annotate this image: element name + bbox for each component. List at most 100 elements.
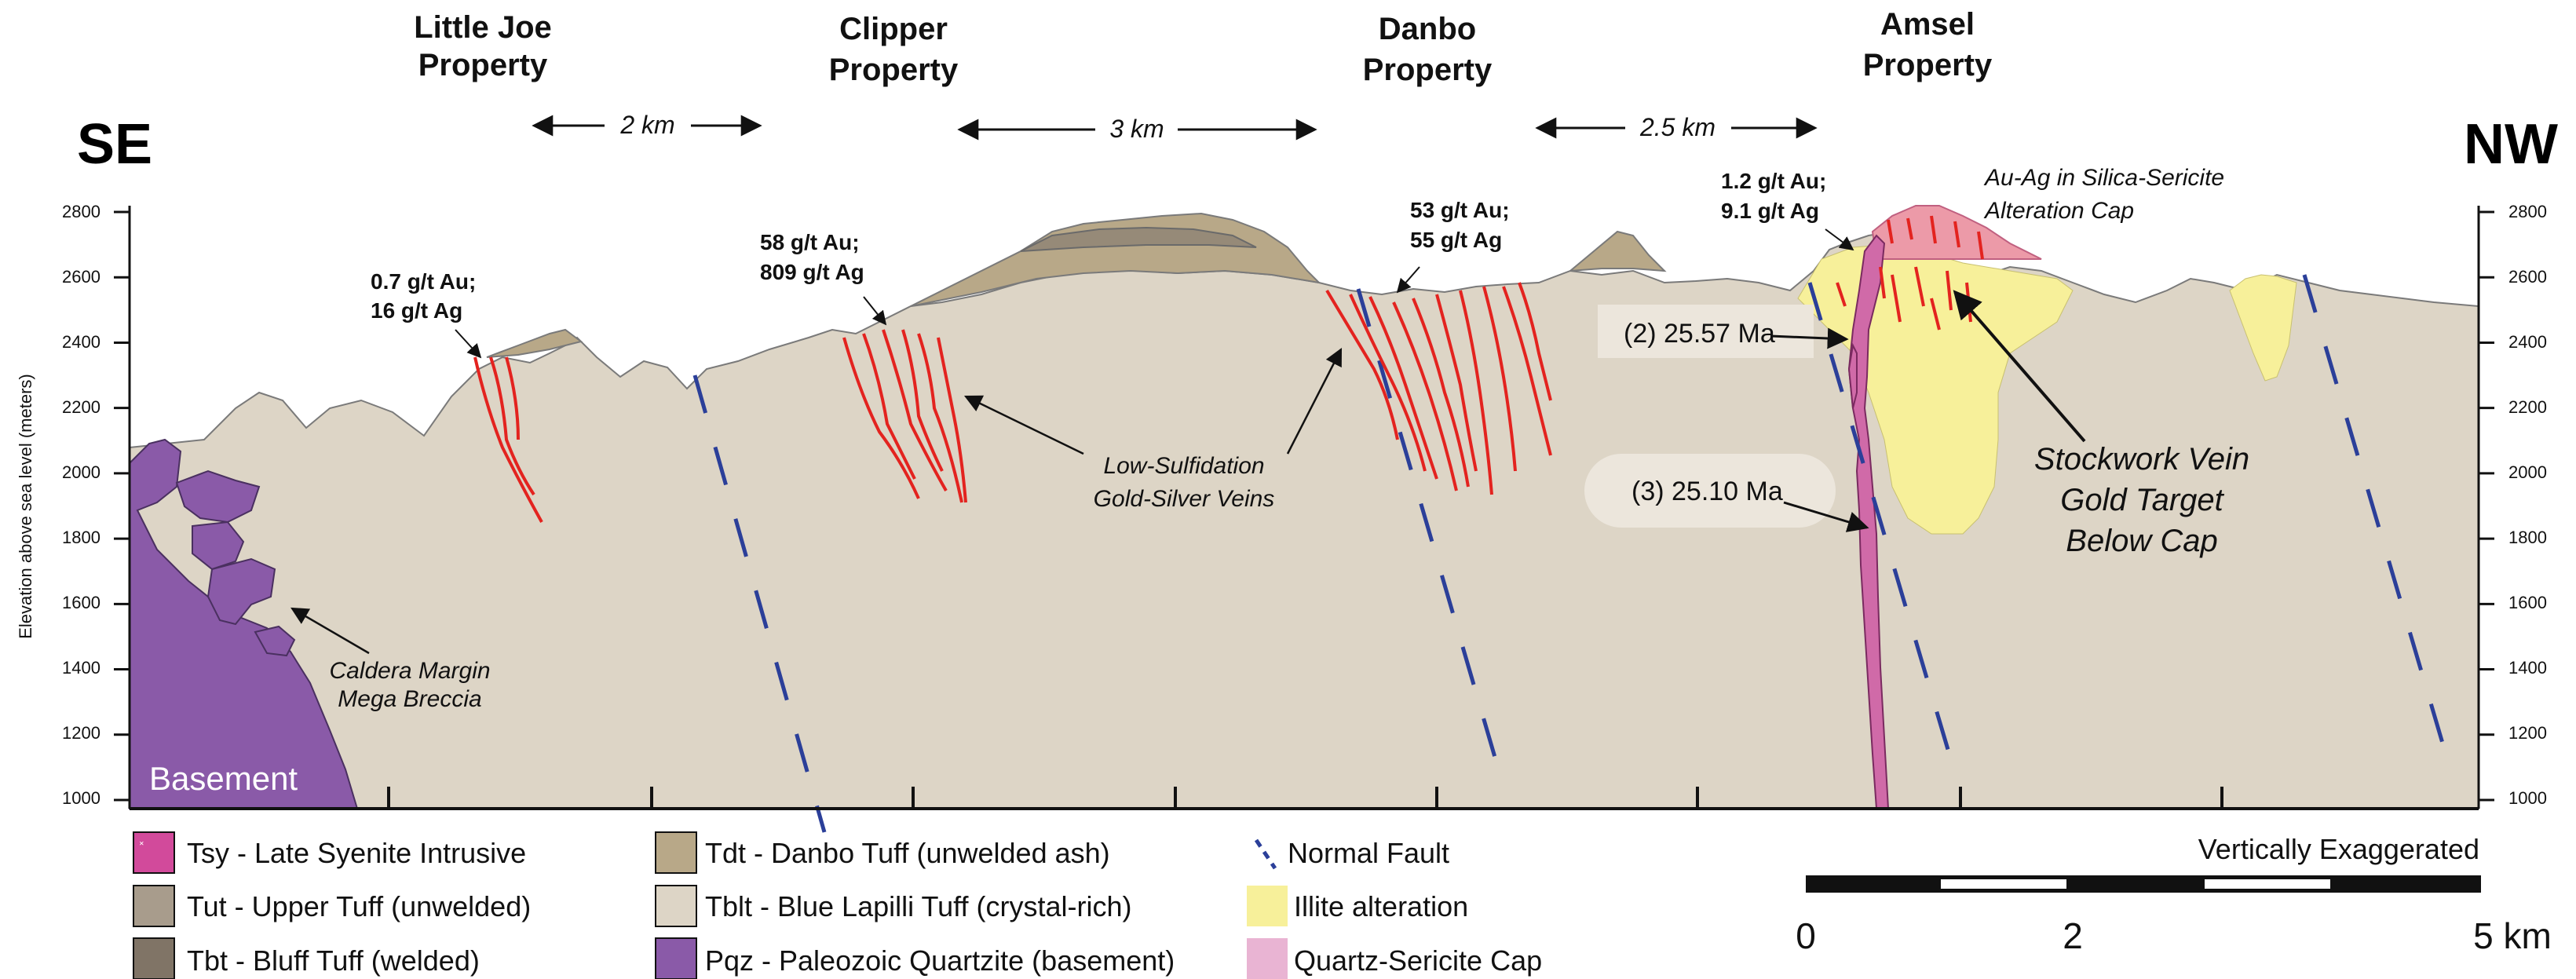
property-danbo-word: Property — [1363, 53, 1493, 87]
scale-bar-label-2: 2 — [2063, 915, 2083, 956]
distance-3km: 3 km — [957, 115, 1317, 143]
veins-danbo — [1325, 282, 1552, 495]
veins-littlejoe — [473, 356, 543, 523]
property-little-joe-word: Property — [418, 48, 548, 82]
breccia-block-1 — [175, 469, 261, 524]
scale-bar: Vertically Exaggerated 0 2 5 km — [1796, 833, 2552, 956]
fault-1 — [692, 374, 827, 833]
fault-4 — [2302, 274, 2448, 754]
tick-right-2400: 2400 — [2508, 332, 2547, 352]
direction-se: SE — [77, 113, 152, 176]
grade-clipper: 58 g/t Au; 809 g/t Ag — [760, 230, 887, 326]
tick-right-1600: 1600 — [2508, 593, 2547, 612]
distance-2km: 2 km — [532, 111, 762, 139]
tick-left-1200: 1200 — [62, 723, 100, 743]
tick-left-2600: 2600 — [62, 267, 100, 287]
distance-2km-label: 2 km — [619, 111, 674, 139]
tdt-littlejoe-hill — [486, 328, 583, 358]
legend-label-illite: Illite alteration — [1294, 890, 1468, 922]
svg-text:˟: ˟ — [140, 839, 144, 852]
property-amsel-word: Property — [1863, 48, 1993, 82]
y-tick-marks — [114, 210, 2494, 802]
tick-right-1000: 1000 — [2508, 788, 2547, 808]
property-little-joe-name: Little Joe — [414, 10, 552, 45]
legend-item-tut: Tut - Upper Tuff (unwelded) — [133, 885, 531, 927]
distance-3km-label: 3 km — [1109, 115, 1164, 143]
grade-little-joe-ag: 16 g/t Ag — [371, 298, 462, 323]
legend-label-fault: Normal Fault — [1288, 837, 1449, 869]
legend-swatch-tblt — [655, 885, 697, 927]
scale-bar-label-5: 5 km — [2473, 915, 2552, 956]
legend-item-tdt: Tdt - Danbo Tuff (unwelded ash) — [655, 831, 1110, 874]
tick-right-2800: 2800 — [2508, 202, 2547, 221]
breccia-line1: Caldera Margin — [329, 658, 490, 684]
basement-label: Basement — [149, 760, 298, 797]
age-label-3: (3) 25.10 Ma — [1584, 454, 1869, 532]
legend-label-tsy: Tsy - Late Syenite Intrusive — [187, 837, 526, 869]
tick-right-1800: 1800 — [2508, 528, 2547, 547]
property-amsel: Amsel Property — [1863, 7, 1993, 82]
property-clipper: Clipper Property — [829, 12, 959, 87]
property-clipper-word: Property — [829, 53, 959, 87]
grade-clipper-ag: 809 g/t Ag — [760, 260, 864, 284]
tick-left-1600: 1600 — [62, 593, 100, 612]
alteration-cap-line2: Alteration Cap — [1983, 198, 2134, 224]
scale-bar-note: Vertically Exaggerated — [2198, 833, 2479, 865]
grade-little-joe-au: 0.7 g/t Au; — [371, 269, 476, 294]
tdt-danbo-hill — [1567, 230, 1667, 272]
legend-swatch-tsy — [133, 831, 175, 874]
y-tick-labels-right: 2800 2600 2400 2200 2000 1800 1600 1400 … — [2508, 202, 2547, 808]
legend-swatch-fault — [1254, 838, 1277, 870]
legend-swatch-illite — [1247, 886, 1288, 926]
legend-label-tdt: Tdt - Danbo Tuff (unwelded ash) — [705, 837, 1110, 869]
age-2-text: (2) 25.57 Ma — [1624, 319, 1775, 349]
illite-alteration-east — [2229, 274, 2297, 382]
distance-2-5km: 2.5 km — [1535, 113, 1818, 141]
legend-item-tblt: Tblt - Blue Lapilli Tuff (crystal-rich) — [655, 885, 1131, 927]
annotation-veins: Low-Sulfidation Gold-Silver Veins — [963, 347, 1343, 512]
tick-left-1000: 1000 — [62, 788, 100, 808]
tick-left-2200: 2200 — [62, 397, 100, 417]
tick-right-2000: 2000 — [2508, 462, 2547, 482]
grade-amsel-ag: 9.1 g/t Ag — [1721, 199, 1819, 223]
fault-2 — [1356, 288, 1502, 774]
veins-clipper — [842, 329, 967, 503]
legend-swatch-tdt — [655, 831, 697, 874]
alteration-cap-line1: Au-Ag in Silica-Sericite — [1983, 165, 2224, 191]
normal-faults — [692, 274, 2448, 833]
annotation-alteration-cap: Au-Ag in Silica-Sericite Alteration Cap — [1983, 165, 2224, 224]
y-axis-label: Elevation above sea level (meters) — [16, 374, 35, 639]
tick-left-1800: 1800 — [62, 528, 100, 547]
direction-nw: NW — [2464, 113, 2558, 176]
annotation-stockwork: Stockwork Vein Gold Target Below Cap — [1953, 290, 2249, 558]
veins-line2: Gold-Silver Veins — [1094, 486, 1275, 512]
y-tick-labels-left: 2800 2600 2400 2200 2000 1800 1600 1400 … — [62, 202, 100, 808]
legend-label-qs-cap: Quartz-Sericite Cap — [1294, 944, 1542, 977]
stockwork-line2: Gold Target — [2060, 483, 2224, 517]
property-amsel-name: Amsel — [1880, 7, 1975, 42]
age-label-2: (2) 25.57 Ma — [1598, 305, 1849, 358]
tick-right-2600: 2600 — [2508, 267, 2547, 287]
property-clipper-name: Clipper — [839, 12, 948, 46]
tick-left-2000: 2000 — [62, 462, 100, 482]
age-3-text: (3) 25.10 Ma — [1631, 477, 1783, 506]
tut-clipper-top — [1020, 226, 1257, 252]
x-tick-marks — [387, 787, 2223, 809]
tsy-intrusive-branch — [1847, 342, 1858, 409]
tick-left-2400: 2400 — [62, 332, 100, 352]
grade-clipper-au: 58 g/t Au; — [760, 230, 860, 254]
distance-2-5km-label: 2.5 km — [1639, 113, 1716, 141]
legend-item-tbt: Tbt - Bluff Tuff (welded) — [133, 937, 480, 979]
breccia-line2: Mega Breccia — [338, 686, 481, 712]
legend-swatch-qs-cap — [1247, 938, 1288, 979]
grade-amsel: 1.2 g/t Au; 9.1 g/t Ag — [1721, 169, 1854, 251]
legend-swatch-tut — [133, 885, 175, 927]
legend-item-tsy: ˟ Tsy - Late Syenite Intrusive — [133, 831, 526, 874]
property-danbo: Danbo Property — [1363, 12, 1493, 87]
legend-label-tbt: Tbt - Bluff Tuff (welded) — [187, 944, 480, 977]
legend-swatch-pqz — [655, 937, 697, 979]
breccia-block-3 — [206, 557, 276, 626]
property-danbo-name: Danbo — [1379, 12, 1476, 46]
property-little-joe: Little Joe Property — [414, 10, 552, 82]
